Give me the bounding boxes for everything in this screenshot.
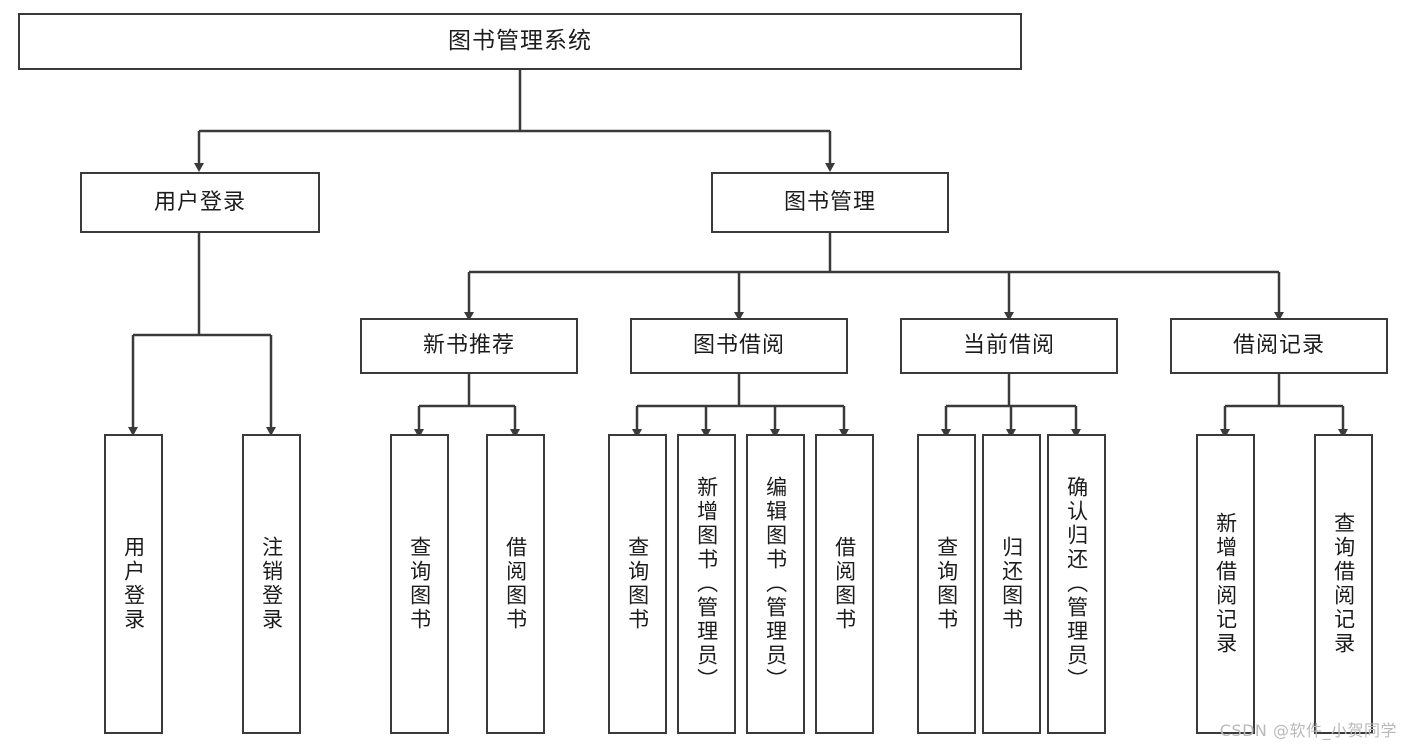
leaf-edit-book-admin[interactable]: 编辑图书（管理员） [746,434,805,734]
node-root-system[interactable]: 图书管理系统 [18,13,1022,70]
watermark-text: CSDN @软件_小贺同学 [1219,721,1397,740]
leaf-borrow-book-recommend[interactable]: 借阅图书 [486,434,545,734]
leaf-query-book-current[interactable]: 查询图书 [917,434,976,734]
node-current-borrow[interactable]: 当前借阅 [900,318,1118,374]
node-new-book-recommend[interactable]: 新书推荐 [360,318,578,374]
leaf-query-borrow-record[interactable]: 查询借阅记录 [1314,434,1373,734]
leaf-borrow-book[interactable]: 借阅图书 [815,434,874,734]
node-borrow-record[interactable]: 借阅记录 [1170,318,1388,374]
node-book-borrow[interactable]: 图书借阅 [630,318,848,374]
leaf-add-book-admin[interactable]: 新增图书（管理员） [677,434,736,734]
leaf-confirm-return-admin[interactable]: 确认归还（管理员） [1047,434,1106,734]
node-book-manage[interactable]: 图书管理 [711,172,949,233]
leaf-logout-login[interactable]: 注销登录 [242,434,301,734]
leaf-query-book-borrow[interactable]: 查询图书 [608,434,667,734]
leaf-query-book-recommend[interactable]: 查询图书 [390,434,449,734]
leaf-return-book[interactable]: 归还图书 [982,434,1041,734]
leaf-add-borrow-record[interactable]: 新增借阅记录 [1196,434,1255,734]
node-user-login[interactable]: 用户登录 [80,172,320,233]
leaf-user-login[interactable]: 用户登录 [104,434,163,734]
